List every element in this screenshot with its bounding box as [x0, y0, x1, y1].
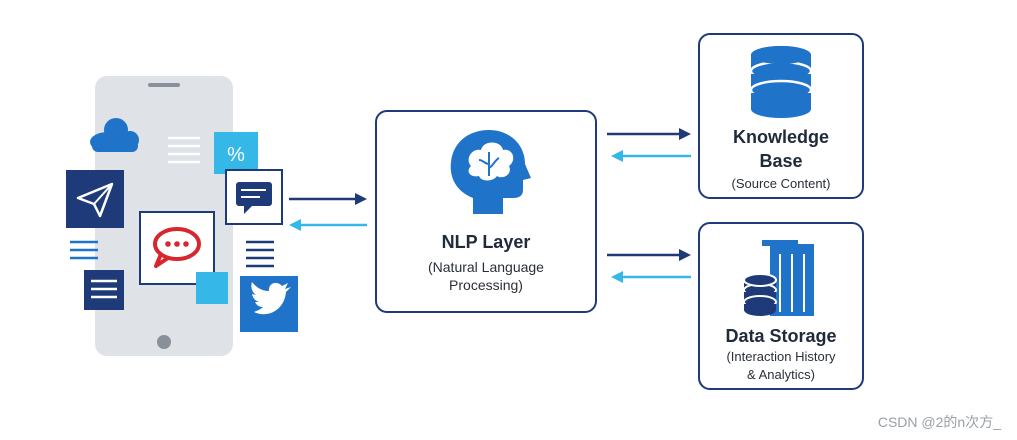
nlp-subtitle-line1: (Natural Language — [428, 259, 544, 275]
knowledge-title-line2: Base — [759, 151, 803, 171]
nlp-subtitle-line2: Processing) — [449, 277, 523, 293]
nlp-layer-box: NLP Layer (Natural Language Processing) — [375, 110, 597, 313]
data-storage-box: Data Storage (Interaction History & Anal… — [698, 222, 864, 390]
arrow-right-icon — [607, 249, 691, 261]
phone-nlp-arrows — [289, 193, 367, 231]
mini-database-icon — [743, 273, 777, 316]
brain-head-icon — [450, 130, 531, 214]
watermark: CSDN @2的n次方_ — [877, 414, 1001, 430]
database-icon — [749, 46, 813, 118]
svg-text:%: % — [227, 144, 245, 166]
knowledge-subtitle: (Source Content) — [731, 176, 831, 191]
knowledge-title-line1: Knowledge — [732, 127, 829, 147]
document-icon — [84, 270, 124, 310]
twitter-bird-icon — [240, 276, 298, 332]
arrow-left-icon — [611, 150, 691, 162]
knowledge-base-box: Knowledge Base (Source Content) — [698, 33, 864, 199]
nlp-title: NLP Layer — [441, 232, 531, 252]
arrow-right-icon — [289, 193, 367, 205]
phone-icon: % — [66, 76, 298, 356]
cloud-icon — [90, 118, 139, 152]
server-building-icon — [743, 240, 814, 316]
message-icon — [225, 169, 283, 225]
nlp-knowledge-arrows — [607, 128, 691, 162]
nlp-storage-arrows — [607, 249, 691, 283]
percent-icon: % — [214, 132, 258, 174]
storage-subtitle-line2: & Analytics) — [747, 367, 815, 382]
arrow-left-icon — [289, 219, 367, 231]
storage-title: Data Storage — [725, 326, 837, 346]
storage-subtitle-line1: (Interaction History — [726, 349, 836, 364]
paper-plane-icon — [66, 170, 124, 228]
phone-illustration: % — [60, 70, 310, 370]
arrow-left-icon — [611, 271, 691, 283]
arrow-right-icon — [607, 128, 691, 140]
